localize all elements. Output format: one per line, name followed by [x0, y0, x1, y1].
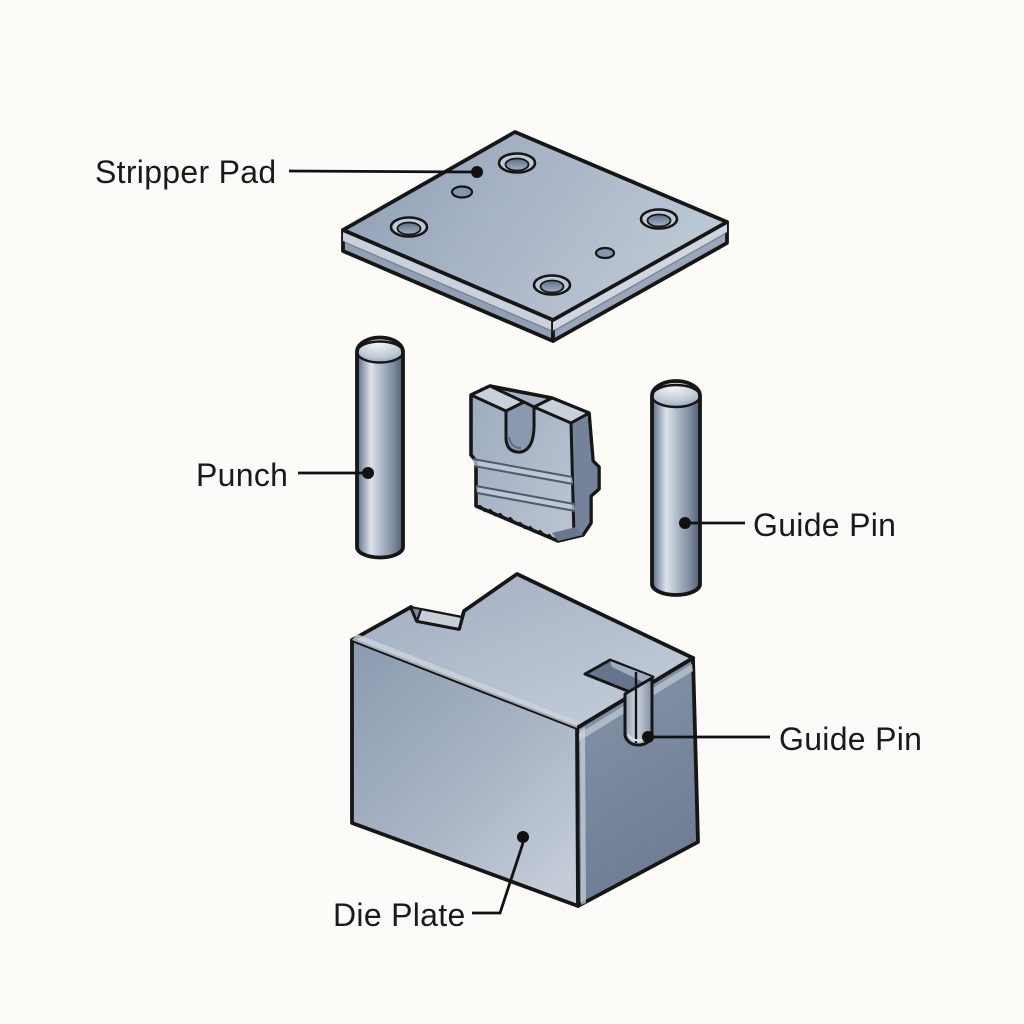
callouts: Stripper Pad Punch Guide Pin Guide Pin D… [95, 154, 922, 933]
guide-pin-outline [650, 379, 702, 597]
label-punch: Punch [196, 457, 288, 493]
block-u-notch [504, 400, 536, 454]
stripper-pad-top-face [341, 130, 729, 322]
stripper-pad-chamfer-line [342, 231, 728, 333]
block-top-face-right [532, 396, 591, 425]
leader-dot [362, 467, 374, 479]
notched-block-part [469, 384, 601, 543]
callout-guide-pin-upper: Guide Pin [679, 507, 896, 543]
counterbore-hole-bore [646, 213, 672, 228]
leader-dot [642, 731, 654, 743]
stripper-pad-side-left-bevel [343, 231, 553, 331]
guide-pin-part [650, 379, 702, 597]
label-guide-pin-upper: Guide Pin [753, 507, 896, 543]
block-serrations [478, 504, 555, 541]
leader-line [288, 169, 473, 174]
callout-stripper-pad: Stripper Pad [95, 154, 483, 190]
stripper-pad-side-right-bevel [553, 223, 727, 331]
pilot-hole [450, 185, 474, 199]
label-stripper-pad: Stripper Pad [95, 154, 276, 190]
stripper-pad-part [341, 130, 729, 343]
callout-punch: Punch [196, 457, 374, 493]
die-plate-slot-mouth-wall [610, 661, 652, 682]
label-guide-pin-lower: Guide Pin [779, 721, 922, 757]
die-plate-edge-highlight [580, 727, 586, 905]
block-groove-lines [472, 458, 574, 485]
guide-pin-body [652, 396, 700, 595]
stripper-pad-holes [389, 152, 679, 296]
block-groove-band [473, 459, 573, 484]
callout-die-plate: Die Plate [333, 831, 529, 933]
counterbore-hole-bore [539, 279, 565, 294]
leader-dot [679, 517, 691, 529]
block-bottom-sliver [552, 527, 583, 541]
leader-dot [471, 166, 483, 178]
counterbore-hole-bore [504, 157, 530, 172]
counterbore-hole-bore [396, 221, 422, 236]
block-groove-lines [475, 485, 576, 512]
punch-body [357, 352, 404, 558]
die-plate-notch-wall [409, 605, 423, 624]
punch-part [355, 335, 405, 560]
block-notch-shadow [508, 436, 522, 449]
punch-outline [355, 335, 405, 560]
callout-guide-pin-lower: Guide Pin [642, 721, 922, 757]
pilot-hole [594, 246, 616, 260]
die-plate-part [350, 572, 700, 908]
block-groove-band [476, 486, 575, 511]
die-plate-front-bevel [352, 634, 577, 728]
label-die-plate: Die Plate [333, 897, 466, 933]
leader-dot [517, 831, 529, 843]
leader-line [472, 842, 525, 915]
